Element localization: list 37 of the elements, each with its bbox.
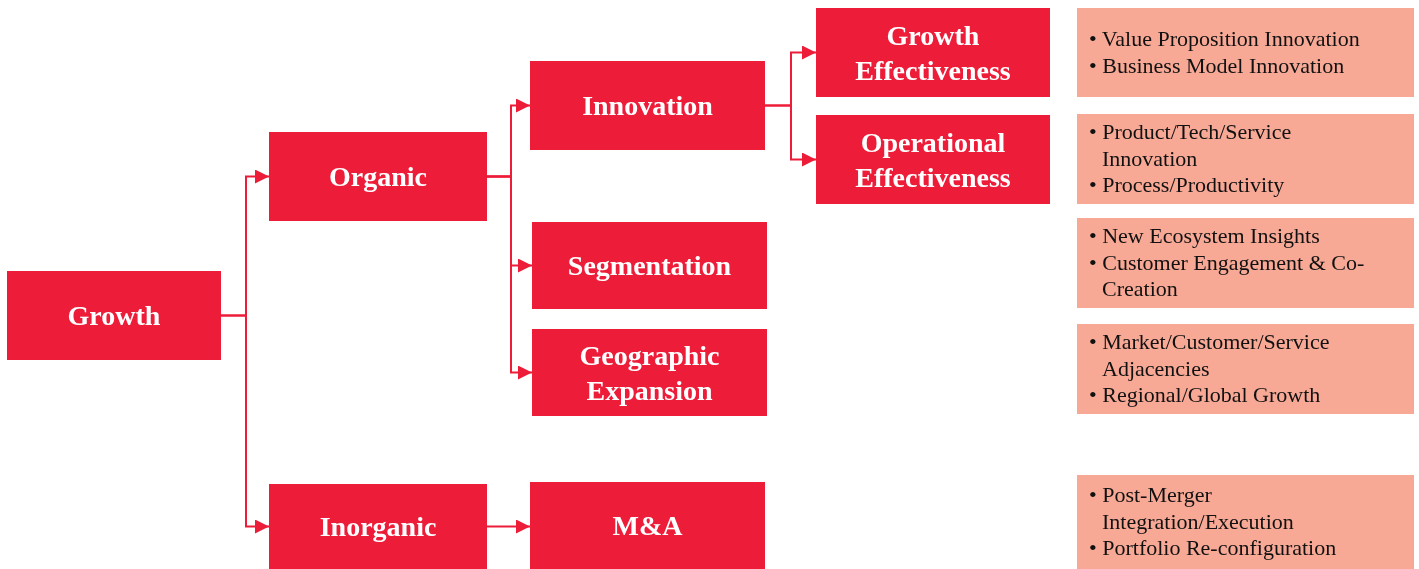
box-label: Growth Effectiveness [854, 18, 1012, 88]
connector-arrow [486, 519, 531, 534]
bullet-item: • Market/Customer/Service Adjacencies [1089, 329, 1331, 383]
process-box [532, 222, 767, 309]
box-label: Segmentation [567, 249, 732, 283]
bullet-item: • New Ecosystem Insights [1089, 223, 1321, 250]
connector-arrow [486, 175, 533, 380]
bullet-item: • Customer Engagement & Co-Creation [1089, 249, 1366, 303]
bullet-list-card [1077, 114, 1414, 204]
bullet-list-card [1077, 218, 1414, 308]
box-label: Organic [329, 160, 427, 194]
process-box [7, 271, 221, 360]
bullet-item: • Business Model Innovation [1089, 52, 1346, 79]
box-label: Geographic Expansion [578, 338, 721, 408]
bullet-list-card [1077, 8, 1414, 97]
bullet-item: • Process/Productivity [1089, 172, 1286, 199]
process-box [816, 115, 1050, 204]
process-box [530, 61, 765, 150]
bullet-item: • Post-Merger Integration/Execution [1089, 482, 1295, 536]
bullet-item: • Product/Tech/Service Innovation [1089, 119, 1293, 173]
process-box [816, 8, 1050, 97]
bullet-item: • Portfolio Re-configuration [1089, 535, 1338, 562]
connector-arrow [764, 104, 817, 167]
process-box [532, 329, 767, 416]
bullet-item: • Regional/Global Growth [1089, 382, 1322, 409]
box-label: Operational Effectiveness [854, 125, 1012, 195]
process-box [269, 132, 487, 221]
box-label: Innovation [582, 89, 713, 123]
box-label: M&A [612, 509, 683, 543]
connector-arrow [220, 314, 270, 534]
process-box [530, 482, 765, 569]
box-label: Growth [67, 299, 161, 333]
bullet-list-card [1077, 324, 1414, 414]
bullet-item: • Value Proposition Innovation [1089, 26, 1361, 53]
box-label: Inorganic [319, 510, 437, 544]
bullet-list-card [1077, 475, 1414, 569]
process-box [269, 484, 487, 569]
